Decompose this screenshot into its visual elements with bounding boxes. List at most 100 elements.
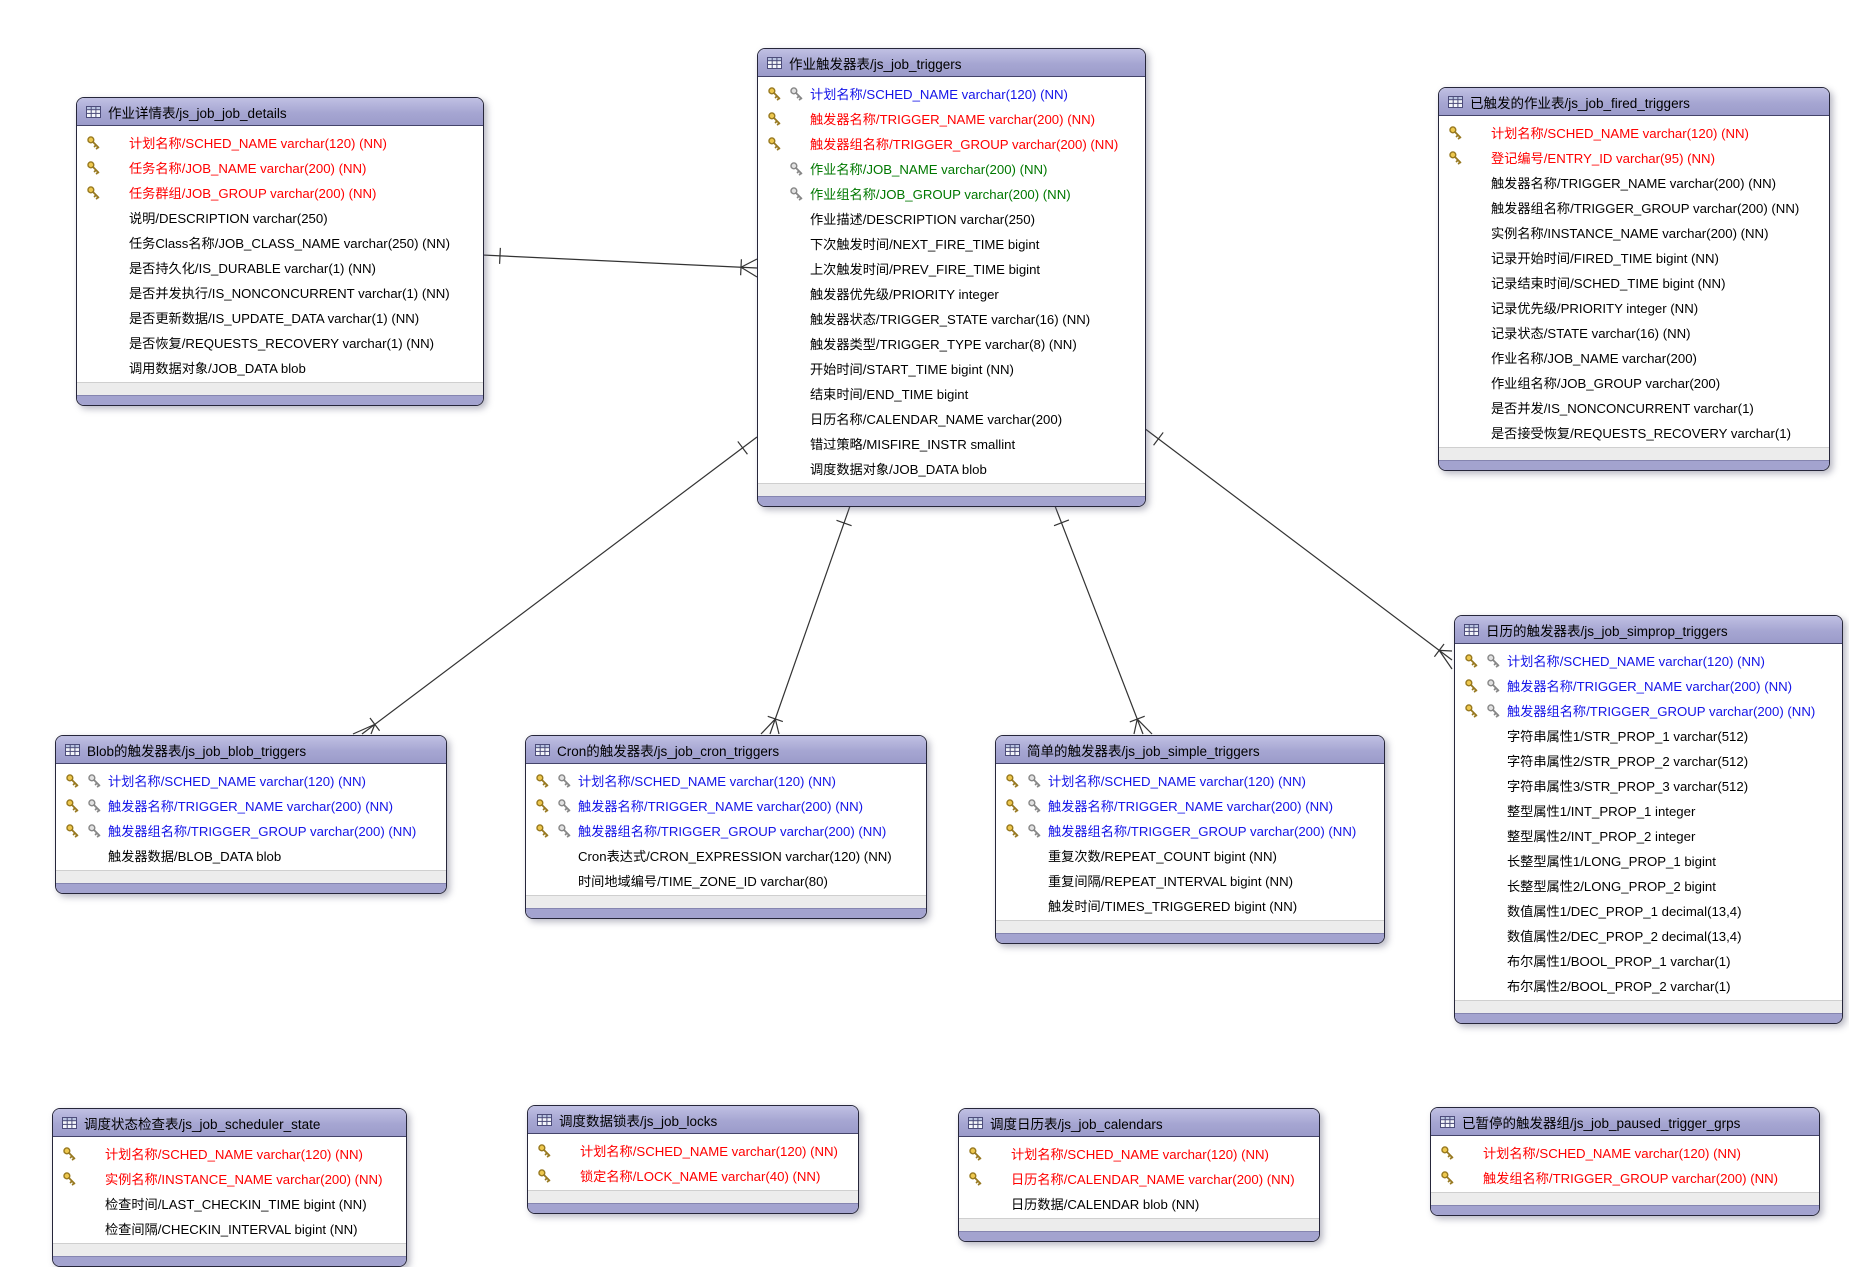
- field-description[interactable]: 作业描述/DESCRIPTION varchar(250): [763, 206, 1141, 231]
- entity-js-job-simprop-triggers[interactable]: 日历的触发器表/js_job_simprop_triggers 计划名称/SCH…: [1454, 615, 1843, 1024]
- field-repeat-interval[interactable]: 重复间隔/REPEAT_INTERVAL bigint (NN): [1001, 868, 1380, 893]
- field-job-class-name[interactable]: 任务Class名称/JOB_CLASS_NAME varchar(250) (N…: [82, 230, 479, 255]
- entity-js-job-locks[interactable]: 调度数据锁表/js_job_locks 计划名称/SCHED_NAME varc…: [527, 1105, 859, 1214]
- field-instance-name[interactable]: 实例名称/INSTANCE_NAME varchar(200) (NN): [58, 1166, 402, 1191]
- field-trigger-group[interactable]: 触发器组名称/TRIGGER_GROUP varchar(200) (NN): [61, 818, 442, 843]
- field-str-prop-3[interactable]: 字符串属性3/STR_PROP_3 varchar(512): [1460, 773, 1838, 798]
- field-is-durable[interactable]: 是否持久化/IS_DURABLE varchar(1) (NN): [82, 255, 479, 280]
- field-calendar-name[interactable]: 日历名称/CALENDAR_NAME varchar(200) (NN): [964, 1166, 1315, 1191]
- field-sched-name[interactable]: 计划名称/SCHED_NAME varchar(120) (NN): [533, 1138, 854, 1163]
- field-entry-id[interactable]: 登记编号/ENTRY_ID varchar(95) (NN): [1444, 145, 1825, 170]
- field-lock-name[interactable]: 锁定名称/LOCK_NAME varchar(40) (NN): [533, 1163, 854, 1188]
- field-job-group[interactable]: 作业组名称/JOB_GROUP varchar(200) (NN): [763, 181, 1141, 206]
- entity-header[interactable]: 已暂停的触发器组/js_job_paused_trigger_grps: [1431, 1108, 1819, 1136]
- field-sched-time[interactable]: 记录结束时间/SCHED_TIME bigint (NN): [1444, 270, 1825, 295]
- entity-header[interactable]: 日历的触发器表/js_job_simprop_triggers: [1455, 616, 1842, 644]
- entity-js-job-job-details[interactable]: 作业详情表/js_job_job_details 计划名称/SCHED_NAME…: [76, 97, 484, 406]
- entity-header[interactable]: 已触发的作业表/js_job_fired_triggers: [1439, 88, 1829, 116]
- field-str-prop-2[interactable]: 字符串属性2/STR_PROP_2 varchar(512): [1460, 748, 1838, 773]
- field-trigger-group[interactable]: 触发器组名称/TRIGGER_GROUP varchar(200) (NN): [531, 818, 922, 843]
- field-checkin-interval[interactable]: 检查间隔/CHECKIN_INTERVAL bigint (NN): [58, 1216, 402, 1241]
- field-last-checkin-time[interactable]: 检查时间/LAST_CHECKIN_TIME bigint (NN): [58, 1191, 402, 1216]
- field-job-group[interactable]: 作业组名称/JOB_GROUP varchar(200): [1444, 370, 1825, 395]
- field-start-time[interactable]: 开始时间/START_TIME bigint (NN): [763, 356, 1141, 381]
- field-sched-name[interactable]: 计划名称/SCHED_NAME varchar(120) (NN): [1444, 120, 1825, 145]
- field-times-triggered[interactable]: 触发时间/TIMES_TRIGGERED bigint (NN): [1001, 893, 1380, 918]
- entity-header[interactable]: Blob的触发器表/js_job_blob_triggers: [56, 736, 446, 764]
- field-trigger-name[interactable]: 触发器名称/TRIGGER_NAME varchar(200) (NN): [1444, 170, 1825, 195]
- entity-header[interactable]: Cron的触发器表/js_job_cron_triggers: [526, 736, 926, 764]
- field-trigger-group[interactable]: 触发器组名称/TRIGGER_GROUP varchar(200) (NN): [1460, 698, 1838, 723]
- entity-header[interactable]: 作业触发器表/js_job_triggers: [758, 49, 1145, 77]
- relation-triggers-to-simprop-triggers[interactable]: [1143, 427, 1453, 670]
- field-int-prop-1[interactable]: 整型属性1/INT_PROP_1 integer: [1460, 798, 1838, 823]
- field-is-nonconcurrent[interactable]: 是否并发执行/IS_NONCONCURRENT varchar(1) (NN): [82, 280, 479, 305]
- field-calendar-name[interactable]: 日历名称/CALENDAR_NAME varchar(200): [763, 406, 1141, 431]
- field-job-group[interactable]: 任务群组/JOB_GROUP varchar(200) (NN): [82, 180, 479, 205]
- field-cron-expression[interactable]: Cron表达式/CRON_EXPRESSION varchar(120) (NN…: [531, 843, 922, 868]
- field-job-data[interactable]: 调用数据对象/JOB_DATA blob: [82, 355, 479, 380]
- field-sched-name[interactable]: 计划名称/SCHED_NAME varchar(120) (NN): [1460, 648, 1838, 673]
- entity-header[interactable]: 调度数据锁表/js_job_locks: [528, 1106, 858, 1134]
- field-job-name[interactable]: 作业名称/JOB_NAME varchar(200): [1444, 345, 1825, 370]
- entity-header[interactable]: 简单的触发器表/js_job_simple_triggers: [996, 736, 1384, 764]
- field-trigger-type[interactable]: 触发器类型/TRIGGER_TYPE varchar(8) (NN): [763, 331, 1141, 356]
- field-blob-data[interactable]: 触发器数据/BLOB_DATA blob: [61, 843, 442, 868]
- field-fired-time[interactable]: 记录开始时间/FIRED_TIME bigint (NN): [1444, 245, 1825, 270]
- field-time-zone-id[interactable]: 时间地域编号/TIME_ZONE_ID varchar(80): [531, 868, 922, 893]
- entity-js-job-triggers[interactable]: 作业触发器表/js_job_triggers 计划名称/SCHED_NAME v…: [757, 48, 1146, 507]
- field-trigger-name[interactable]: 触发器名称/TRIGGER_NAME varchar(200) (NN): [61, 793, 442, 818]
- entity-header[interactable]: 作业详情表/js_job_job_details: [77, 98, 483, 126]
- field-description[interactable]: 说明/DESCRIPTION varchar(250): [82, 205, 479, 230]
- field-priority[interactable]: 触发器优先级/PRIORITY integer: [763, 281, 1141, 306]
- field-requests-recovery[interactable]: 是否接受恢复/REQUESTS_RECOVERY varchar(1): [1444, 420, 1825, 445]
- entity-js-job-fired-triggers[interactable]: 已触发的作业表/js_job_fired_triggers 计划名称/SCHED…: [1438, 87, 1830, 471]
- field-sched-name[interactable]: 计划名称/SCHED_NAME varchar(120) (NN): [1001, 768, 1380, 793]
- relation-job-details-to-triggers[interactable]: [481, 247, 758, 278]
- field-trigger-name[interactable]: 触发器名称/TRIGGER_NAME varchar(200) (NN): [763, 106, 1141, 131]
- field-end-time[interactable]: 结束时间/END_TIME bigint: [763, 381, 1141, 406]
- field-misfire-instr[interactable]: 错过策略/MISFIRE_INSTR smallint: [763, 431, 1141, 456]
- entity-header[interactable]: 调度状态检查表/js_job_scheduler_state: [53, 1109, 406, 1137]
- field-sched-name[interactable]: 计划名称/SCHED_NAME varchar(120) (NN): [82, 130, 479, 155]
- field-bool-prop-1[interactable]: 布尔属性1/BOOL_PROP_1 varchar(1): [1460, 948, 1838, 973]
- field-repeat-count[interactable]: 重复次数/REPEAT_COUNT bigint (NN): [1001, 843, 1380, 868]
- field-trigger-name[interactable]: 触发器名称/TRIGGER_NAME varchar(200) (NN): [1001, 793, 1380, 818]
- field-state[interactable]: 记录状态/STATE varchar(16) (NN): [1444, 320, 1825, 345]
- field-bool-prop-2[interactable]: 布尔属性2/BOOL_PROP_2 varchar(1): [1460, 973, 1838, 998]
- entity-js-job-cron-triggers[interactable]: Cron的触发器表/js_job_cron_triggers 计划名称/SCHE…: [525, 735, 927, 919]
- field-int-prop-2[interactable]: 整型属性2/INT_PROP_2 integer: [1460, 823, 1838, 848]
- field-sched-name[interactable]: 计划名称/SCHED_NAME varchar(120) (NN): [531, 768, 922, 793]
- field-sched-name[interactable]: 计划名称/SCHED_NAME varchar(120) (NN): [58, 1141, 402, 1166]
- field-sched-name[interactable]: 计划名称/SCHED_NAME varchar(120) (NN): [964, 1141, 1315, 1166]
- field-sched-name[interactable]: 计划名称/SCHED_NAME varchar(120) (NN): [763, 81, 1141, 106]
- entity-header[interactable]: 调度日历表/js_job_calendars: [959, 1109, 1319, 1137]
- field-is-nonconcurrent[interactable]: 是否并发/IS_NONCONCURRENT varchar(1): [1444, 395, 1825, 420]
- field-requests-recovery[interactable]: 是否恢复/REQUESTS_RECOVERY varchar(1) (NN): [82, 330, 479, 355]
- field-is-update-data[interactable]: 是否更新数据/IS_UPDATE_DATA varchar(1) (NN): [82, 305, 479, 330]
- field-trigger-group[interactable]: 触发器组名称/TRIGGER_GROUP varchar(200) (NN): [1444, 195, 1825, 220]
- field-job-name[interactable]: 作业名称/JOB_NAME varchar(200) (NN): [763, 156, 1141, 181]
- field-calendar[interactable]: 日历数据/CALENDAR blob (NN): [964, 1191, 1315, 1216]
- field-trigger-group[interactable]: 触发器组名称/TRIGGER_GROUP varchar(200) (NN): [1001, 818, 1380, 843]
- field-job-data[interactable]: 调度数据对象/JOB_DATA blob: [763, 456, 1141, 481]
- relation-triggers-to-blob-triggers[interactable]: [352, 436, 758, 735]
- field-trigger-name[interactable]: 触发器名称/TRIGGER_NAME varchar(200) (NN): [1460, 673, 1838, 698]
- field-sched-name[interactable]: 计划名称/SCHED_NAME varchar(120) (NN): [61, 768, 442, 793]
- entity-js-job-calendars[interactable]: 调度日历表/js_job_calendars 计划名称/SCHED_NAME v…: [958, 1108, 1320, 1242]
- field-long-prop-1[interactable]: 长整型属性1/LONG_PROP_1 bigint: [1460, 848, 1838, 873]
- field-trigger-group[interactable]: 触发器组名称/TRIGGER_GROUP varchar(200) (NN): [763, 131, 1141, 156]
- field-job-name[interactable]: 任务名称/JOB_NAME varchar(200) (NN): [82, 155, 479, 180]
- field-str-prop-1[interactable]: 字符串属性1/STR_PROP_1 varchar(512): [1460, 723, 1838, 748]
- relation-triggers-to-cron-triggers[interactable]: [760, 505, 852, 735]
- relation-triggers-to-simple-triggers[interactable]: [1053, 505, 1153, 735]
- entity-js-job-scheduler-state[interactable]: 调度状态检查表/js_job_scheduler_state 计划名称/SCHE…: [52, 1108, 407, 1267]
- field-dec-prop-1[interactable]: 数值属性1/DEC_PROP_1 decimal(13,4): [1460, 898, 1838, 923]
- field-sched-name[interactable]: 计划名称/SCHED_NAME varchar(120) (NN): [1436, 1140, 1815, 1165]
- field-prev-fire-time[interactable]: 上次触发时间/PREV_FIRE_TIME bigint: [763, 256, 1141, 281]
- field-priority[interactable]: 记录优先级/PRIORITY integer (NN): [1444, 295, 1825, 320]
- entity-js-job-simple-triggers[interactable]: 简单的触发器表/js_job_simple_triggers 计划名称/SCHE…: [995, 735, 1385, 944]
- field-trigger-group[interactable]: 触发组名称/TRIGGER_GROUP varchar(200) (NN): [1436, 1165, 1815, 1190]
- entity-js-job-paused-trigger-grps[interactable]: 已暂停的触发器组/js_job_paused_trigger_grps 计划名称…: [1430, 1107, 1820, 1216]
- field-long-prop-2[interactable]: 长整型属性2/LONG_PROP_2 bigint: [1460, 873, 1838, 898]
